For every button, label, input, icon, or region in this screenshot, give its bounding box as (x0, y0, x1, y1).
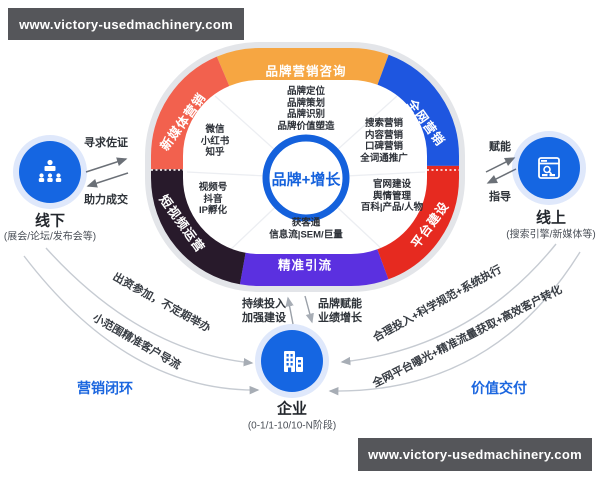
building-icon (284, 351, 303, 372)
inner-item: 获客通 (291, 217, 321, 229)
inner-item: 知乎 (205, 146, 225, 158)
browser-search-icon (538, 157, 560, 179)
online-arrow-bottom-label: 指导 (489, 191, 511, 203)
enterprise-label: 企业 (276, 400, 308, 418)
enterprise-node (261, 330, 323, 392)
invest-note: 持续投入 加强建设 (242, 297, 286, 325)
segment-label-brand-consulting: 品牌营销咨询 (265, 64, 347, 79)
watermark-url: www.victory-usedmachinery.com (368, 447, 582, 462)
return-note-line: 品牌赋能 (318, 298, 362, 310)
inner-item: 小红书 (200, 135, 230, 147)
online-label: 线上 (535, 209, 567, 227)
offline-sub: (展会/论坛/发布会等) (3, 231, 97, 243)
inner-item: 口碑营销 (364, 141, 404, 152)
inner-item: 品牌识别 (286, 109, 326, 120)
inner-item: 百科|产品/人物 (360, 201, 424, 213)
segment-traffic (151, 48, 459, 286)
inner-item: 全词通推广 (360, 152, 408, 164)
return-note-line: 业绩增长 (318, 312, 362, 324)
invest-return-arrows (285, 295, 314, 325)
inner-item: 品牌价值塑造 (277, 120, 335, 132)
offline-node (19, 141, 81, 203)
online-node (518, 137, 580, 199)
inner-item: 信息流|SEM/巨量 (269, 229, 343, 240)
inner-item: 微信 (205, 123, 225, 135)
offline-label: 线下 (34, 212, 66, 230)
invest-note-line: 持续投入 (242, 298, 286, 310)
watermark-top: www.victory-usedmachinery.com (8, 8, 244, 40)
inner-item: 品牌定位 (286, 86, 326, 97)
return-note: 品牌赋能 业绩增长 (318, 297, 362, 325)
inner-item: IP孵化 (199, 204, 227, 216)
online-sub: (搜索引擎/新媒体等) (506, 229, 596, 241)
inner-item: 抖音 (203, 193, 223, 205)
inner-group-bottom-left: 视频号 抖音 IP孵化 (199, 182, 228, 217)
online-arrow-top-label: 赋能 (489, 141, 511, 153)
segment-brand-consulting (151, 48, 459, 286)
value-delivery-label: 价值交付 (471, 380, 527, 396)
watermark-url: www.victory-usedmachinery.com (19, 16, 233, 32)
inner-item: 品牌策划 (286, 97, 326, 109)
inner-item: 搜索营销 (364, 118, 404, 129)
inner-group-bottom-right: 官网建设 舆情管理 百科|产品/人物 (361, 179, 423, 214)
inner-group-right: 搜索营销 内容营销 口碑营销 全词通推广 (360, 118, 408, 164)
watermark-bottom: www.victory-usedmachinery.com (358, 438, 592, 471)
center-circle (262, 134, 350, 222)
inner-group-left: 微信 小红书 知乎 (201, 124, 230, 159)
segment-platform (151, 48, 459, 286)
inner-item: 视频号 (198, 181, 228, 193)
invest-note-line: 加强建设 (242, 312, 286, 324)
marketing-loop-label: 营销闭环 (77, 380, 133, 396)
segment-new-media (151, 48, 459, 286)
inner-group-top: 品牌定位 品牌策划 品牌识别 品牌价值塑造 (277, 86, 334, 132)
inner-group-bottom: 获客通 信息流|SEM/巨量 (269, 218, 342, 241)
online-exchange-arrows (485, 157, 517, 184)
inner-item: 官网建设 (372, 178, 411, 190)
presentation-icon (38, 159, 62, 182)
right-flow-arcs (328, 243, 581, 396)
left-flow-arcs (23, 247, 260, 395)
offline-arrow-top-label: 寻求佐证 (84, 137, 128, 149)
segment-label-traffic: 精准引流 (277, 258, 333, 273)
inner-item: 舆情管理 (372, 190, 411, 202)
enterprise-sub: (0-1/1-10/10-N阶段) (247, 420, 337, 432)
center-label: 品牌+增长 (271, 171, 341, 189)
offline-exchange-arrows (85, 157, 129, 188)
offline-arrow-bottom-label: 助力成交 (84, 194, 128, 206)
inner-item: 内容营销 (364, 129, 404, 141)
